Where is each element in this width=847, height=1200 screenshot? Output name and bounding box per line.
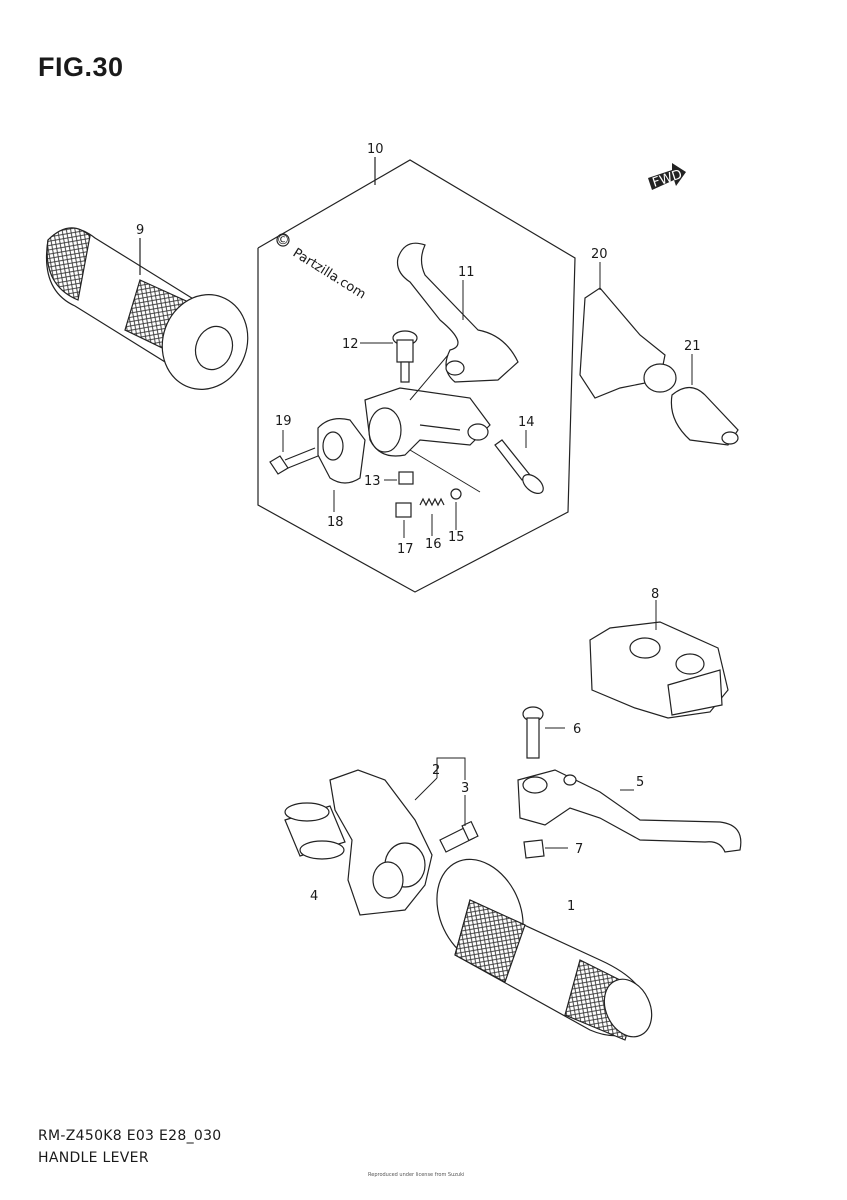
- part-1-right-grip: [436, 858, 653, 1041]
- part-4-throttle-sleeve: [284, 802, 346, 860]
- callout-9: 9: [136, 223, 144, 238]
- callout-1: 1: [567, 899, 575, 914]
- callout-10: 10: [367, 142, 384, 157]
- callout-19: 19: [275, 414, 292, 429]
- part-19-clamp-bolt: [269, 447, 319, 475]
- callout-15: 15: [448, 530, 465, 545]
- part-5-brake-lever: [517, 769, 742, 853]
- callout-7: 7: [575, 842, 583, 857]
- part-2-throttle-housing: [329, 769, 433, 916]
- part-8-holder-cover: [589, 621, 729, 719]
- callout-4: 4: [310, 889, 318, 904]
- part-6-pivot-bolt: [522, 706, 544, 759]
- pivot-guide-line: [409, 354, 449, 401]
- model-code: RM-Z450K8 E03 E28_030: [38, 1128, 222, 1144]
- callout-11: 11: [458, 265, 475, 280]
- part-7-nut: [523, 839, 545, 859]
- section-name: HANDLE LEVER: [38, 1150, 149, 1166]
- fwd-label: FWD: [651, 167, 684, 191]
- callout-12: 12: [342, 337, 359, 352]
- callout-21: 21: [684, 339, 701, 354]
- part-9-left-grip: [45, 227, 249, 390]
- callout-2: 2: [432, 763, 440, 778]
- callout-16: 16: [425, 537, 442, 552]
- callout-13: 13: [364, 474, 381, 489]
- assembly-group-outline: [257, 157, 576, 593]
- part-3-screw: [439, 820, 479, 853]
- callout-18: 18: [327, 515, 344, 530]
- copyright-symbol: ©: [277, 233, 290, 248]
- part-21-cable-boot: [670, 386, 739, 446]
- part-13-nut: [398, 471, 414, 485]
- exploded-view-guide: [409, 449, 481, 493]
- part-16-spring: [419, 497, 445, 507]
- leader-lines: [139, 238, 693, 849]
- callout-5: 5: [636, 775, 644, 790]
- lever-holder-body: [364, 387, 491, 457]
- part-17-bushing: [395, 502, 412, 518]
- part-11-clutch-lever: [396, 242, 519, 383]
- watermark-text: Partzilla.com: [290, 246, 368, 303]
- part-14-cable-adjuster: [494, 439, 544, 494]
- part-20-lever-cover: [579, 287, 677, 399]
- callout-20: 20: [591, 247, 608, 262]
- callout-6: 6: [573, 722, 581, 737]
- part-12-pivot-bolt: [392, 330, 418, 383]
- figure-title: FIG.30: [38, 52, 124, 82]
- partzilla-watermark: © Partzilla.com: [276, 233, 368, 303]
- forward-direction-icon: FWD: [648, 163, 686, 191]
- callout-14: 14: [518, 415, 535, 430]
- callout-3: 3: [461, 781, 469, 796]
- part-18-clamp: [317, 418, 366, 484]
- copyright-notice: Reproduced under license from Suzuki: [368, 1172, 465, 1178]
- callout-17: 17: [397, 542, 414, 557]
- callout-8: 8: [651, 587, 659, 602]
- part-15-ball: [450, 488, 462, 500]
